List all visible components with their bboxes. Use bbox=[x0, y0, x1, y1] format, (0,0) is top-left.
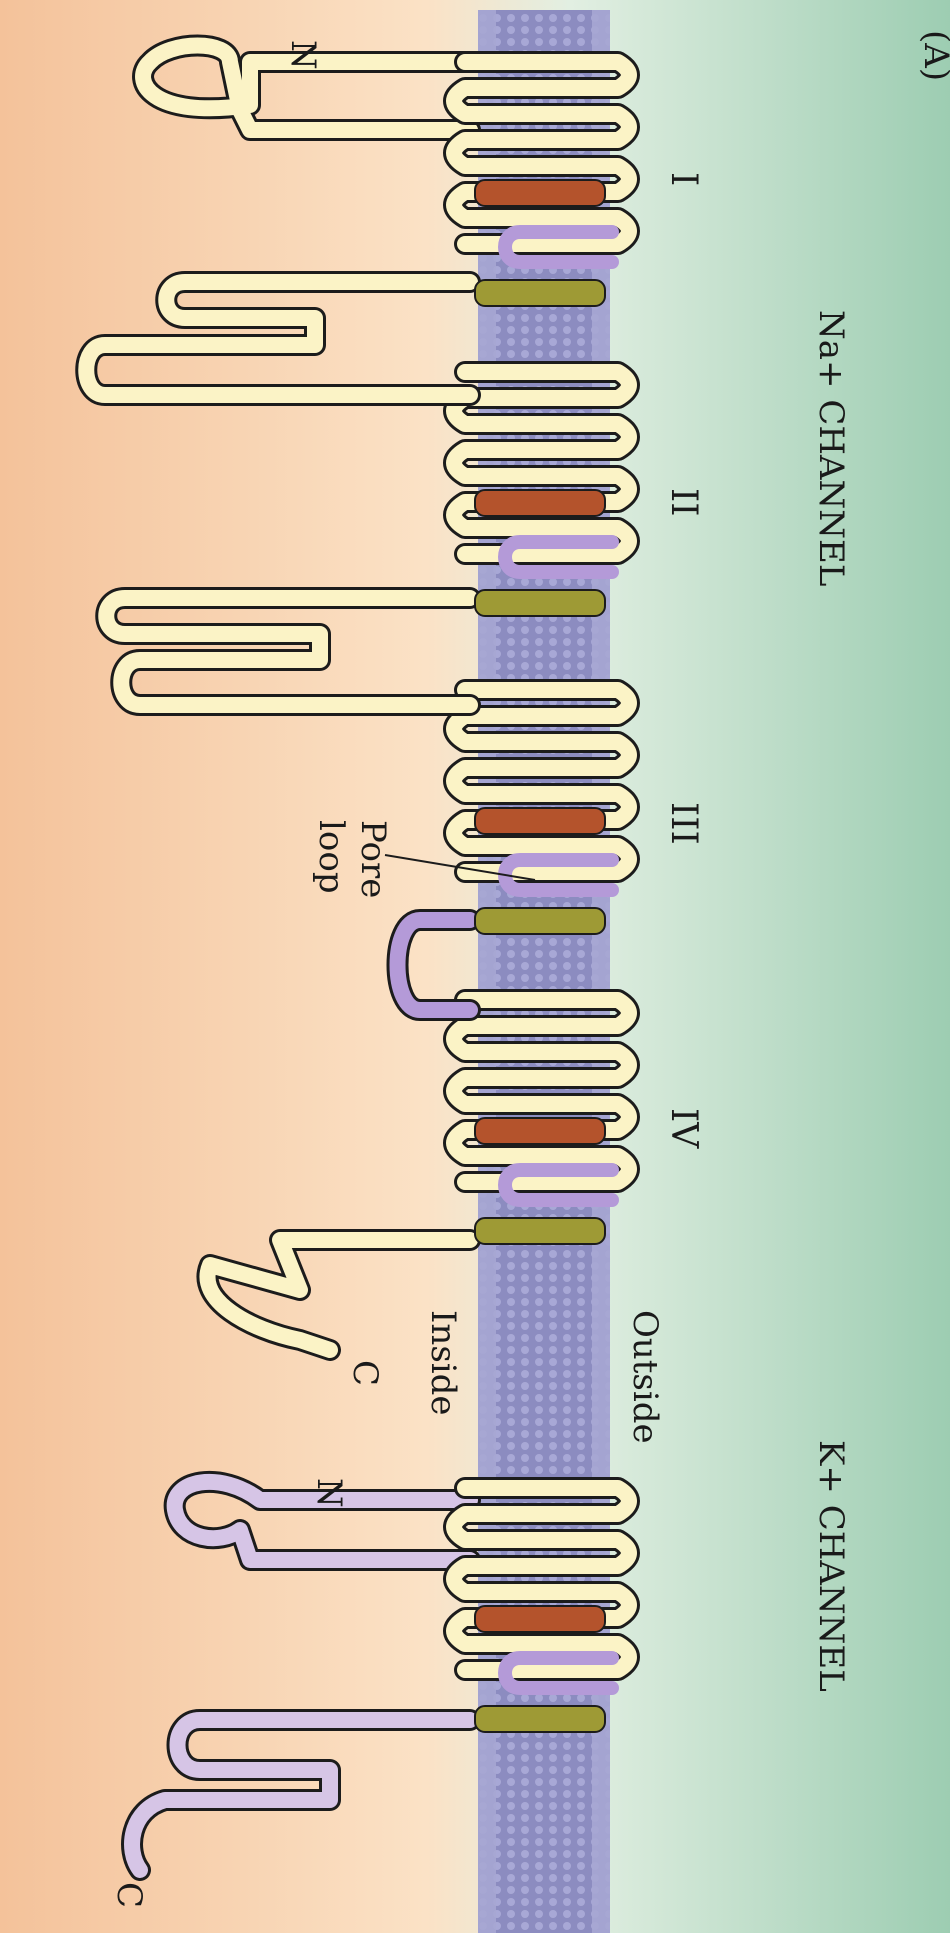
domain-label-iv: IV bbox=[663, 1108, 704, 1149]
voltage-sensor-helix-2 bbox=[475, 490, 605, 516]
na-c-terminus-label: C bbox=[345, 1360, 385, 1386]
outside-label: Outside bbox=[625, 1310, 665, 1444]
pore-helix-3 bbox=[475, 908, 605, 934]
k-c-terminus-label: C bbox=[109, 1882, 149, 1908]
domain-label-i: I bbox=[663, 172, 704, 186]
voltage-sensor-helix-5 bbox=[475, 1606, 605, 1632]
na-channel-title: Na+ CHANNEL bbox=[811, 310, 851, 586]
voltage-sensor-helix-3 bbox=[475, 808, 605, 834]
inside-label: Inside bbox=[423, 1310, 463, 1416]
pore-helix-2 bbox=[475, 590, 605, 616]
voltage-sensor-helix-4 bbox=[475, 1118, 605, 1144]
figure-letter-group: (A) bbox=[916, 30, 950, 81]
k-channel-title: K+ CHANNEL bbox=[811, 1440, 851, 1692]
pore-loop-label-line2: loop bbox=[311, 820, 351, 894]
domain-label-iii: III bbox=[663, 802, 704, 845]
figure-letter: (A) bbox=[916, 30, 950, 81]
pore-loop-label-line1: Pore bbox=[353, 820, 393, 898]
pore-helix-4 bbox=[475, 1218, 605, 1244]
na-n-terminus-label: N bbox=[283, 40, 323, 70]
domain-label-ii: II bbox=[663, 488, 704, 516]
voltage-sensor-helix-1 bbox=[475, 180, 605, 206]
k-n-terminus-label: N bbox=[309, 1478, 349, 1508]
pore-helix-1 bbox=[475, 280, 605, 306]
pore-helix-5 bbox=[475, 1706, 605, 1732]
